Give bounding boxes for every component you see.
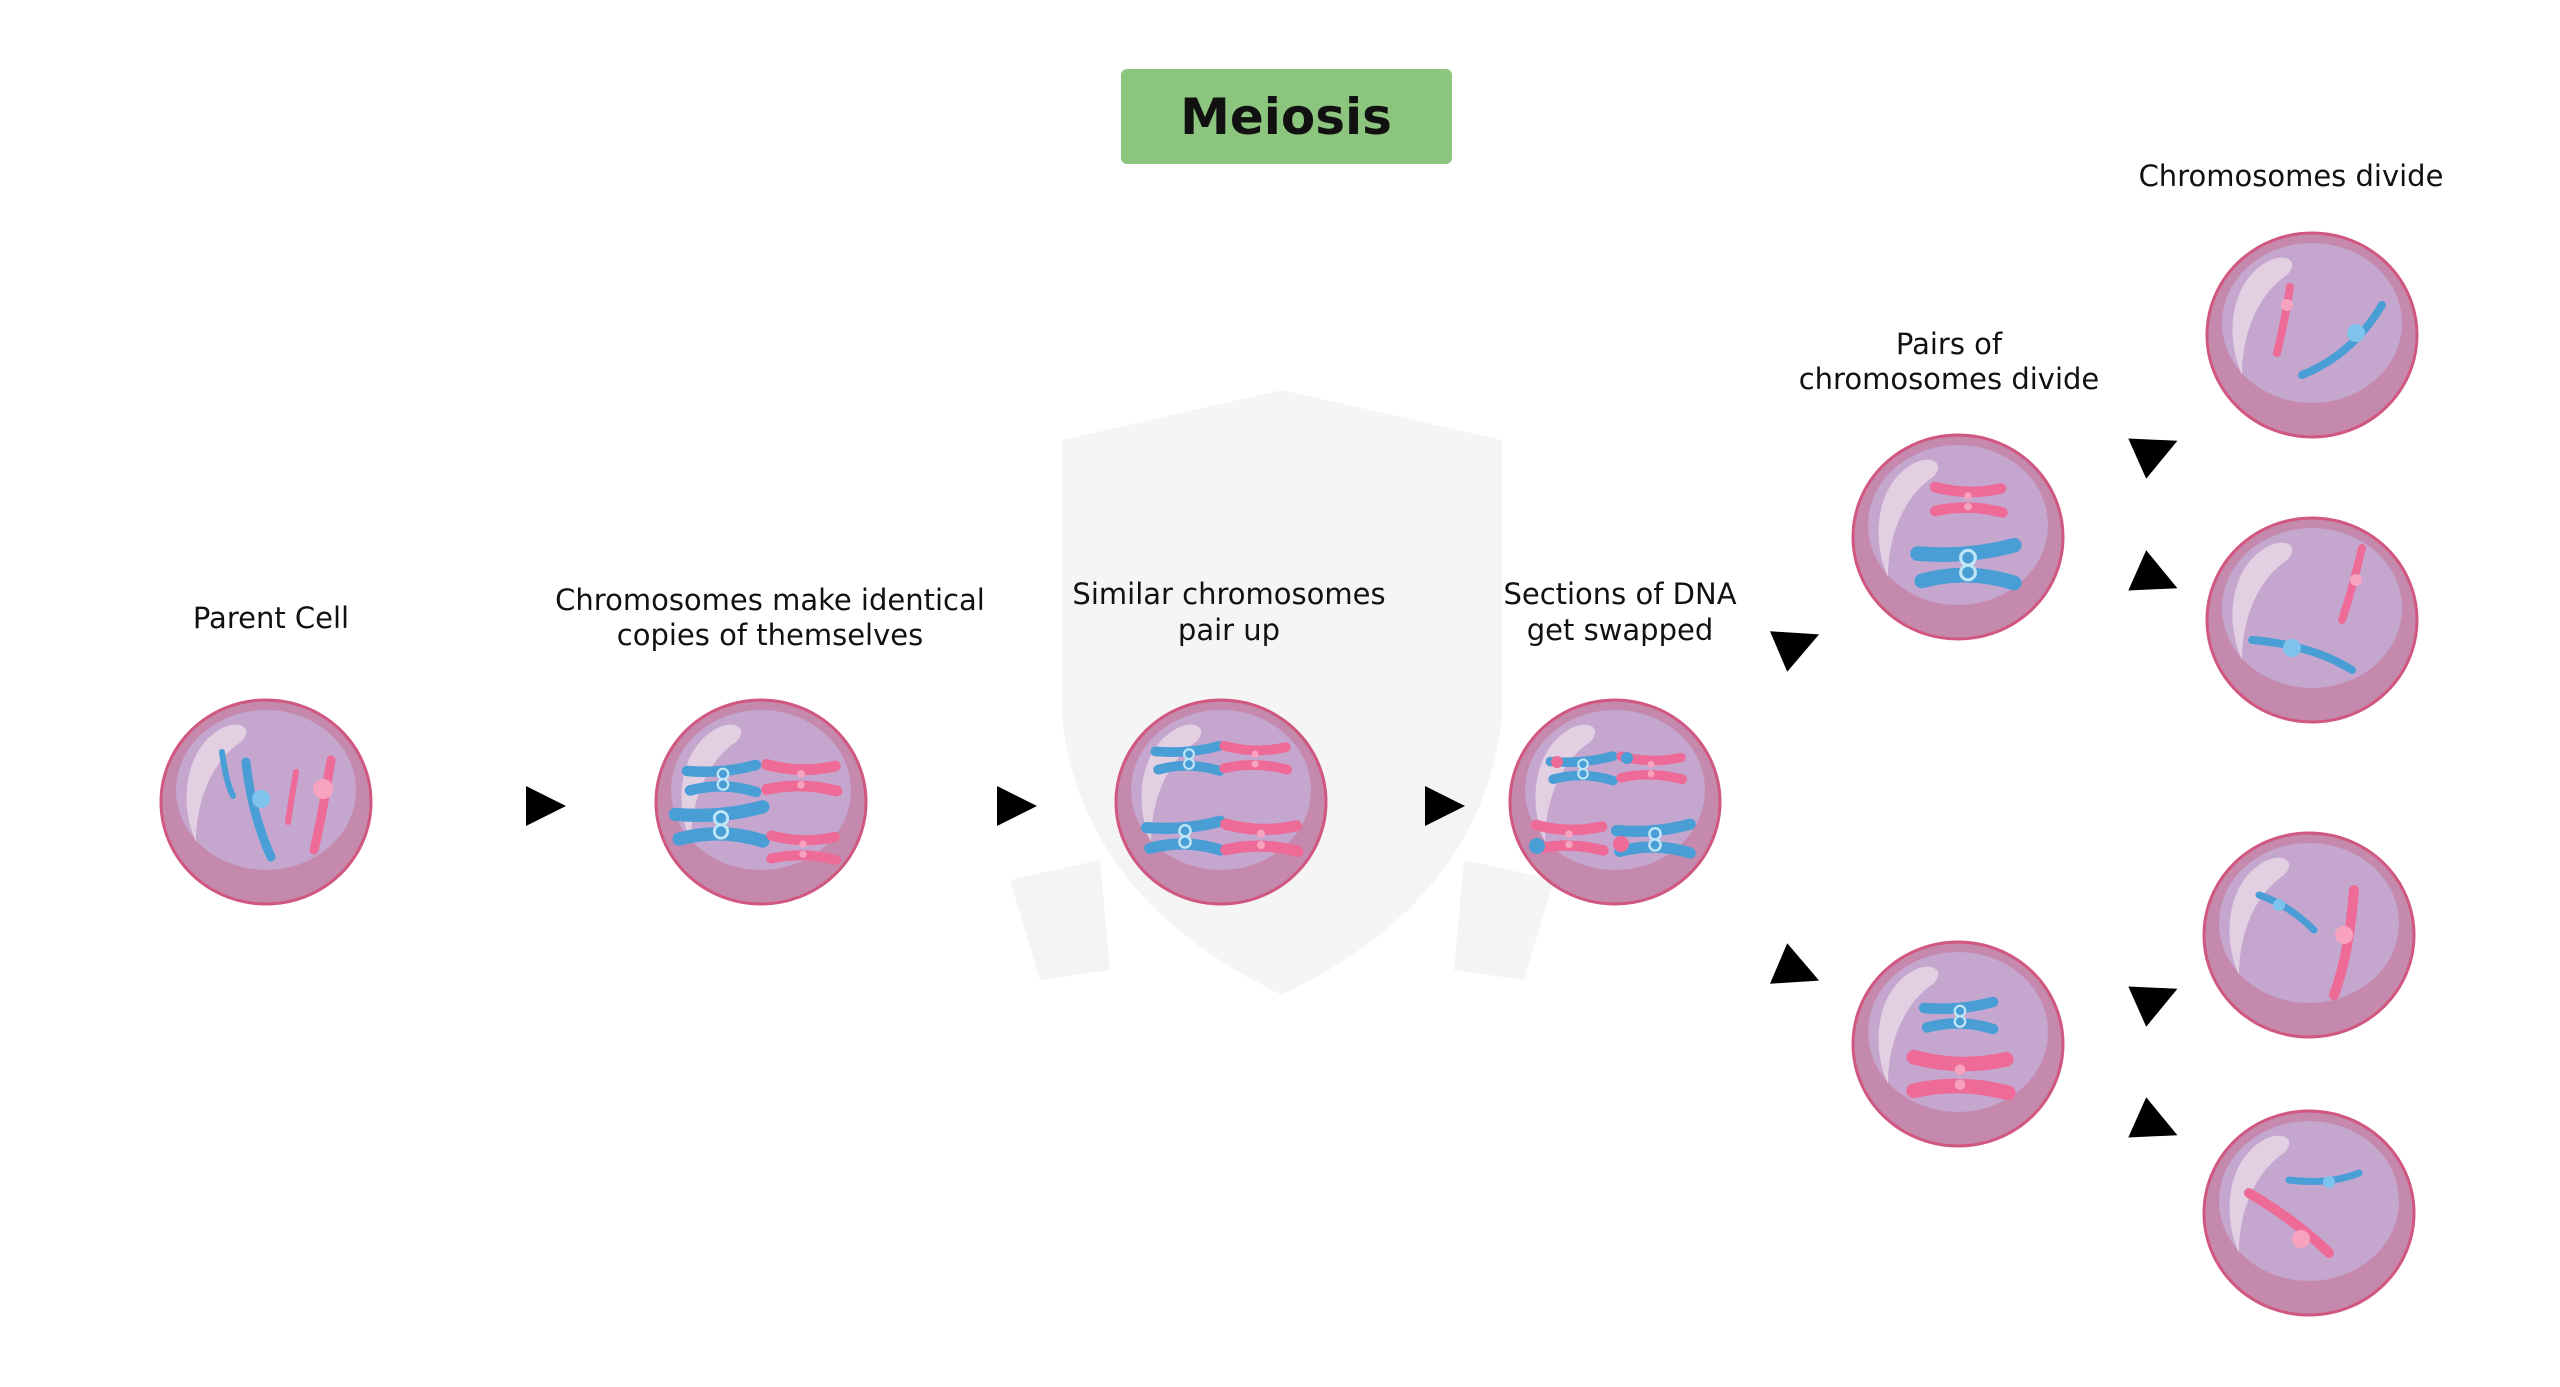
cell-pairs-divide-bottom [1851, 940, 2065, 1148]
title-text: Meiosis [1180, 88, 1392, 146]
watermark-shield [1010, 390, 1554, 995]
cell-pairs-divide-top [1851, 433, 2065, 641]
label-swap-line2: get swapped [1527, 613, 1714, 647]
cell-daughter-3 [2202, 831, 2416, 1039]
cell-copies [654, 698, 868, 906]
label-pair-line2: pair up [1178, 613, 1280, 647]
label-chromosomes-divide: Chromosomes divide [2139, 159, 2444, 193]
cell-pair-up [1114, 698, 1328, 906]
label-copies-line1: Chromosomes make identical [555, 583, 985, 617]
cell-daughter-2 [2205, 516, 2419, 724]
label-pairs-divide-line2: chromosomes divide [1799, 362, 2100, 396]
cell-parent [159, 698, 373, 906]
label-swap-line1: Sections of DNA [1503, 577, 1736, 611]
cell-daughter-4 [2202, 1109, 2416, 1317]
title-badge: Meiosis [1121, 69, 1452, 164]
label-pair-line1: Similar chromosomes [1072, 577, 1385, 611]
cell-crossing-over [1508, 698, 1722, 906]
label-pairs-divide-line1: Pairs of [1896, 327, 2003, 361]
cell-daughter-1 [2205, 231, 2419, 439]
label-parent-cell: Parent Cell [193, 601, 349, 635]
label-copies-line2: copies of themselves [617, 618, 923, 652]
